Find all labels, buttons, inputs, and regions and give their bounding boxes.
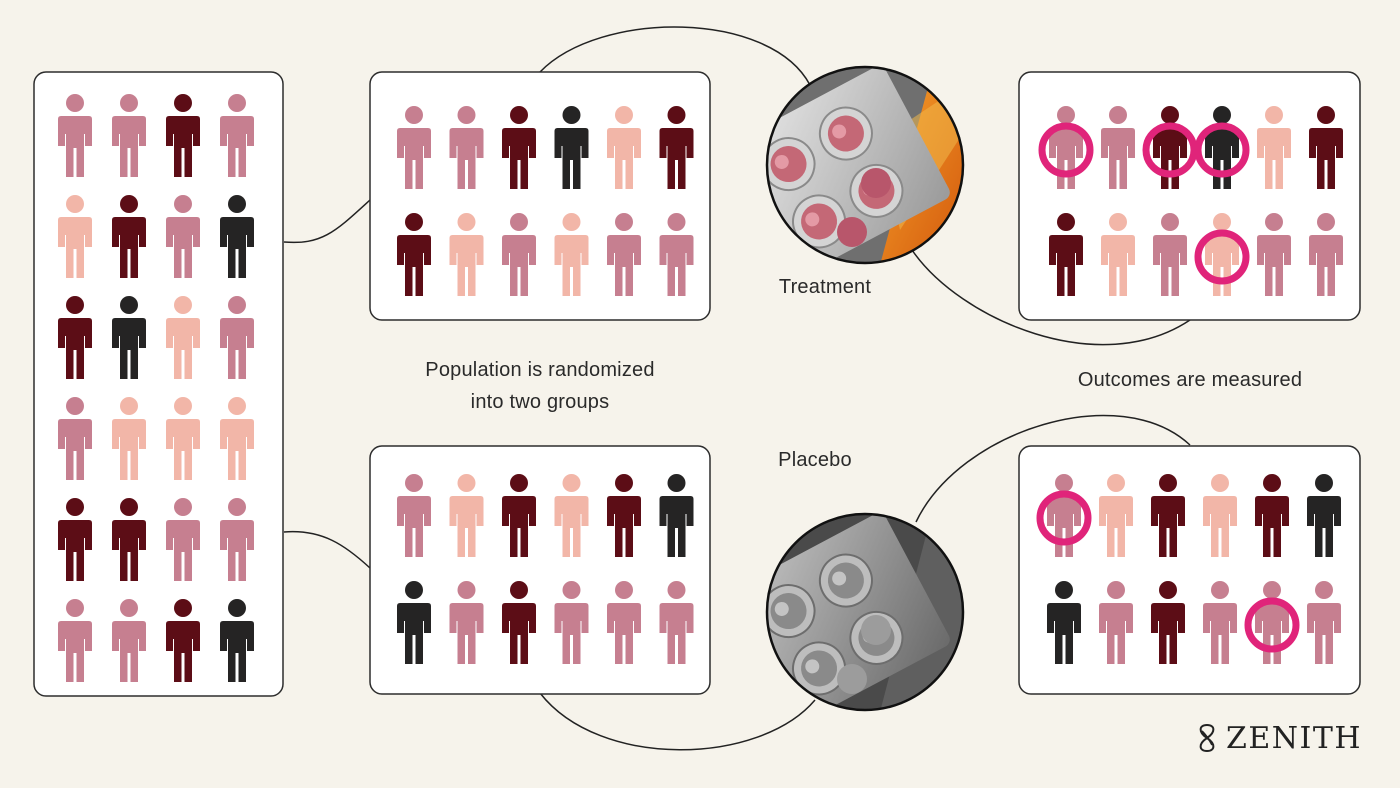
placebo-group-person — [659, 474, 694, 557]
population-person — [166, 397, 200, 480]
population-person — [166, 195, 200, 278]
placebo-outcome-person — [1203, 581, 1237, 664]
randomized-caption: Population is randomized into two groups — [380, 354, 700, 418]
connector-placebo-pill-to-outcomes — [915, 414, 1191, 523]
treatment-group-person — [554, 106, 589, 189]
treatment-outcome-ring — [1194, 229, 1250, 285]
placebo-group-person — [502, 581, 536, 664]
placebo-outcome-person — [1151, 581, 1185, 664]
placebo-group-person — [397, 474, 431, 557]
treatment-group-person — [397, 213, 431, 296]
population-person — [58, 498, 92, 581]
treatment-outcome-person — [1101, 213, 1135, 296]
population-person — [220, 94, 254, 177]
population-person — [166, 498, 200, 581]
population-person — [112, 498, 146, 581]
placebo-outcomes-people — [1036, 474, 1341, 664]
treatment-outcome-ring — [1142, 122, 1198, 178]
population-person — [166, 296, 200, 379]
population-person — [220, 498, 254, 581]
treatment-group-person — [607, 213, 641, 296]
treatment-group-person — [607, 106, 641, 189]
treatment-group-person — [502, 106, 536, 189]
placebo-outcome-ring — [1036, 490, 1092, 546]
placebo-outcome-ring — [1244, 597, 1300, 653]
population-person — [112, 397, 146, 480]
connector-population-to-treatment — [283, 199, 371, 244]
treatment-label: Treatment — [778, 276, 872, 298]
brand-logo: ZENITH — [1196, 718, 1362, 758]
placebo-group-person — [449, 581, 484, 664]
population-person — [220, 599, 254, 682]
population-person — [112, 296, 146, 379]
treatment-outcome-person — [1257, 106, 1291, 189]
treatment-group-person — [502, 213, 536, 296]
treatment-outcome-person — [1049, 213, 1083, 296]
treatment-outcome-ring — [1038, 122, 1094, 178]
connector-treatment-group-to-pill — [539, 26, 811, 86]
zenith-knot-icon — [1199, 723, 1215, 753]
treatment-outcome-ring — [1194, 122, 1250, 178]
treatment-group-person — [397, 106, 431, 189]
placebo-group-person — [397, 581, 431, 664]
treatment-outcome-person — [1309, 213, 1343, 296]
treatment-outcome-person — [1309, 106, 1343, 189]
population-person — [58, 397, 92, 480]
population-person — [58, 195, 92, 278]
placebo-group-person — [607, 581, 641, 664]
population-people — [58, 94, 254, 682]
treatment-group-person — [449, 106, 484, 189]
population-person — [166, 94, 200, 177]
population-person — [58, 94, 92, 177]
treatment-group-people — [397, 106, 694, 296]
treatment-pill-photo — [765, 65, 965, 265]
placebo-group-person — [659, 581, 694, 664]
treatment-group-person — [659, 106, 694, 189]
treatment-outcome-person — [1153, 213, 1187, 296]
population-person — [112, 599, 146, 682]
placebo-group-person — [554, 474, 589, 557]
population-person — [166, 599, 200, 682]
population-person — [58, 599, 92, 682]
placebo-label: Placebo — [778, 449, 852, 471]
outcomes-caption: Outcomes are measured — [1077, 369, 1303, 391]
placebo-outcome-person — [1047, 581, 1081, 664]
randomized-caption-line-2: into two groups — [470, 391, 610, 413]
placebo-outcome-person — [1307, 474, 1341, 557]
placebo-group-person — [449, 474, 484, 557]
connector-population-to-placebo — [283, 530, 371, 569]
treatment-group-person — [659, 213, 694, 296]
population-person — [58, 296, 92, 379]
placebo-outcome-person — [1099, 581, 1133, 664]
placebo-group-person — [502, 474, 536, 557]
population-person — [112, 195, 146, 278]
placebo-outcome-person — [1099, 474, 1133, 557]
connector-treatment-pill-to-outcomes — [911, 249, 1191, 346]
placebo-outcome-person — [1255, 474, 1289, 557]
placebo-group-people — [397, 474, 694, 664]
placebo-outcome-person — [1307, 581, 1341, 664]
population-person — [112, 94, 146, 177]
population-person — [220, 296, 254, 379]
treatment-group-person — [449, 213, 484, 296]
treatment-outcome-person — [1257, 213, 1291, 296]
randomized-caption-line-1: Population is randomized — [425, 359, 655, 381]
treatment-group-person — [554, 213, 589, 296]
connector-placebo-group-to-pill — [539, 692, 816, 751]
placebo-outcome-person — [1203, 474, 1237, 557]
population-person — [220, 397, 254, 480]
population-person — [220, 195, 254, 278]
treatment-outcome-person — [1101, 106, 1135, 189]
placebo-outcome-person — [1151, 474, 1185, 557]
placebo-group-person — [554, 581, 589, 664]
placebo-group-person — [607, 474, 641, 557]
brand-name: ZENITH — [1226, 720, 1363, 756]
placebo-pill-photo — [765, 512, 965, 712]
treatment-outcomes-people — [1038, 106, 1343, 296]
